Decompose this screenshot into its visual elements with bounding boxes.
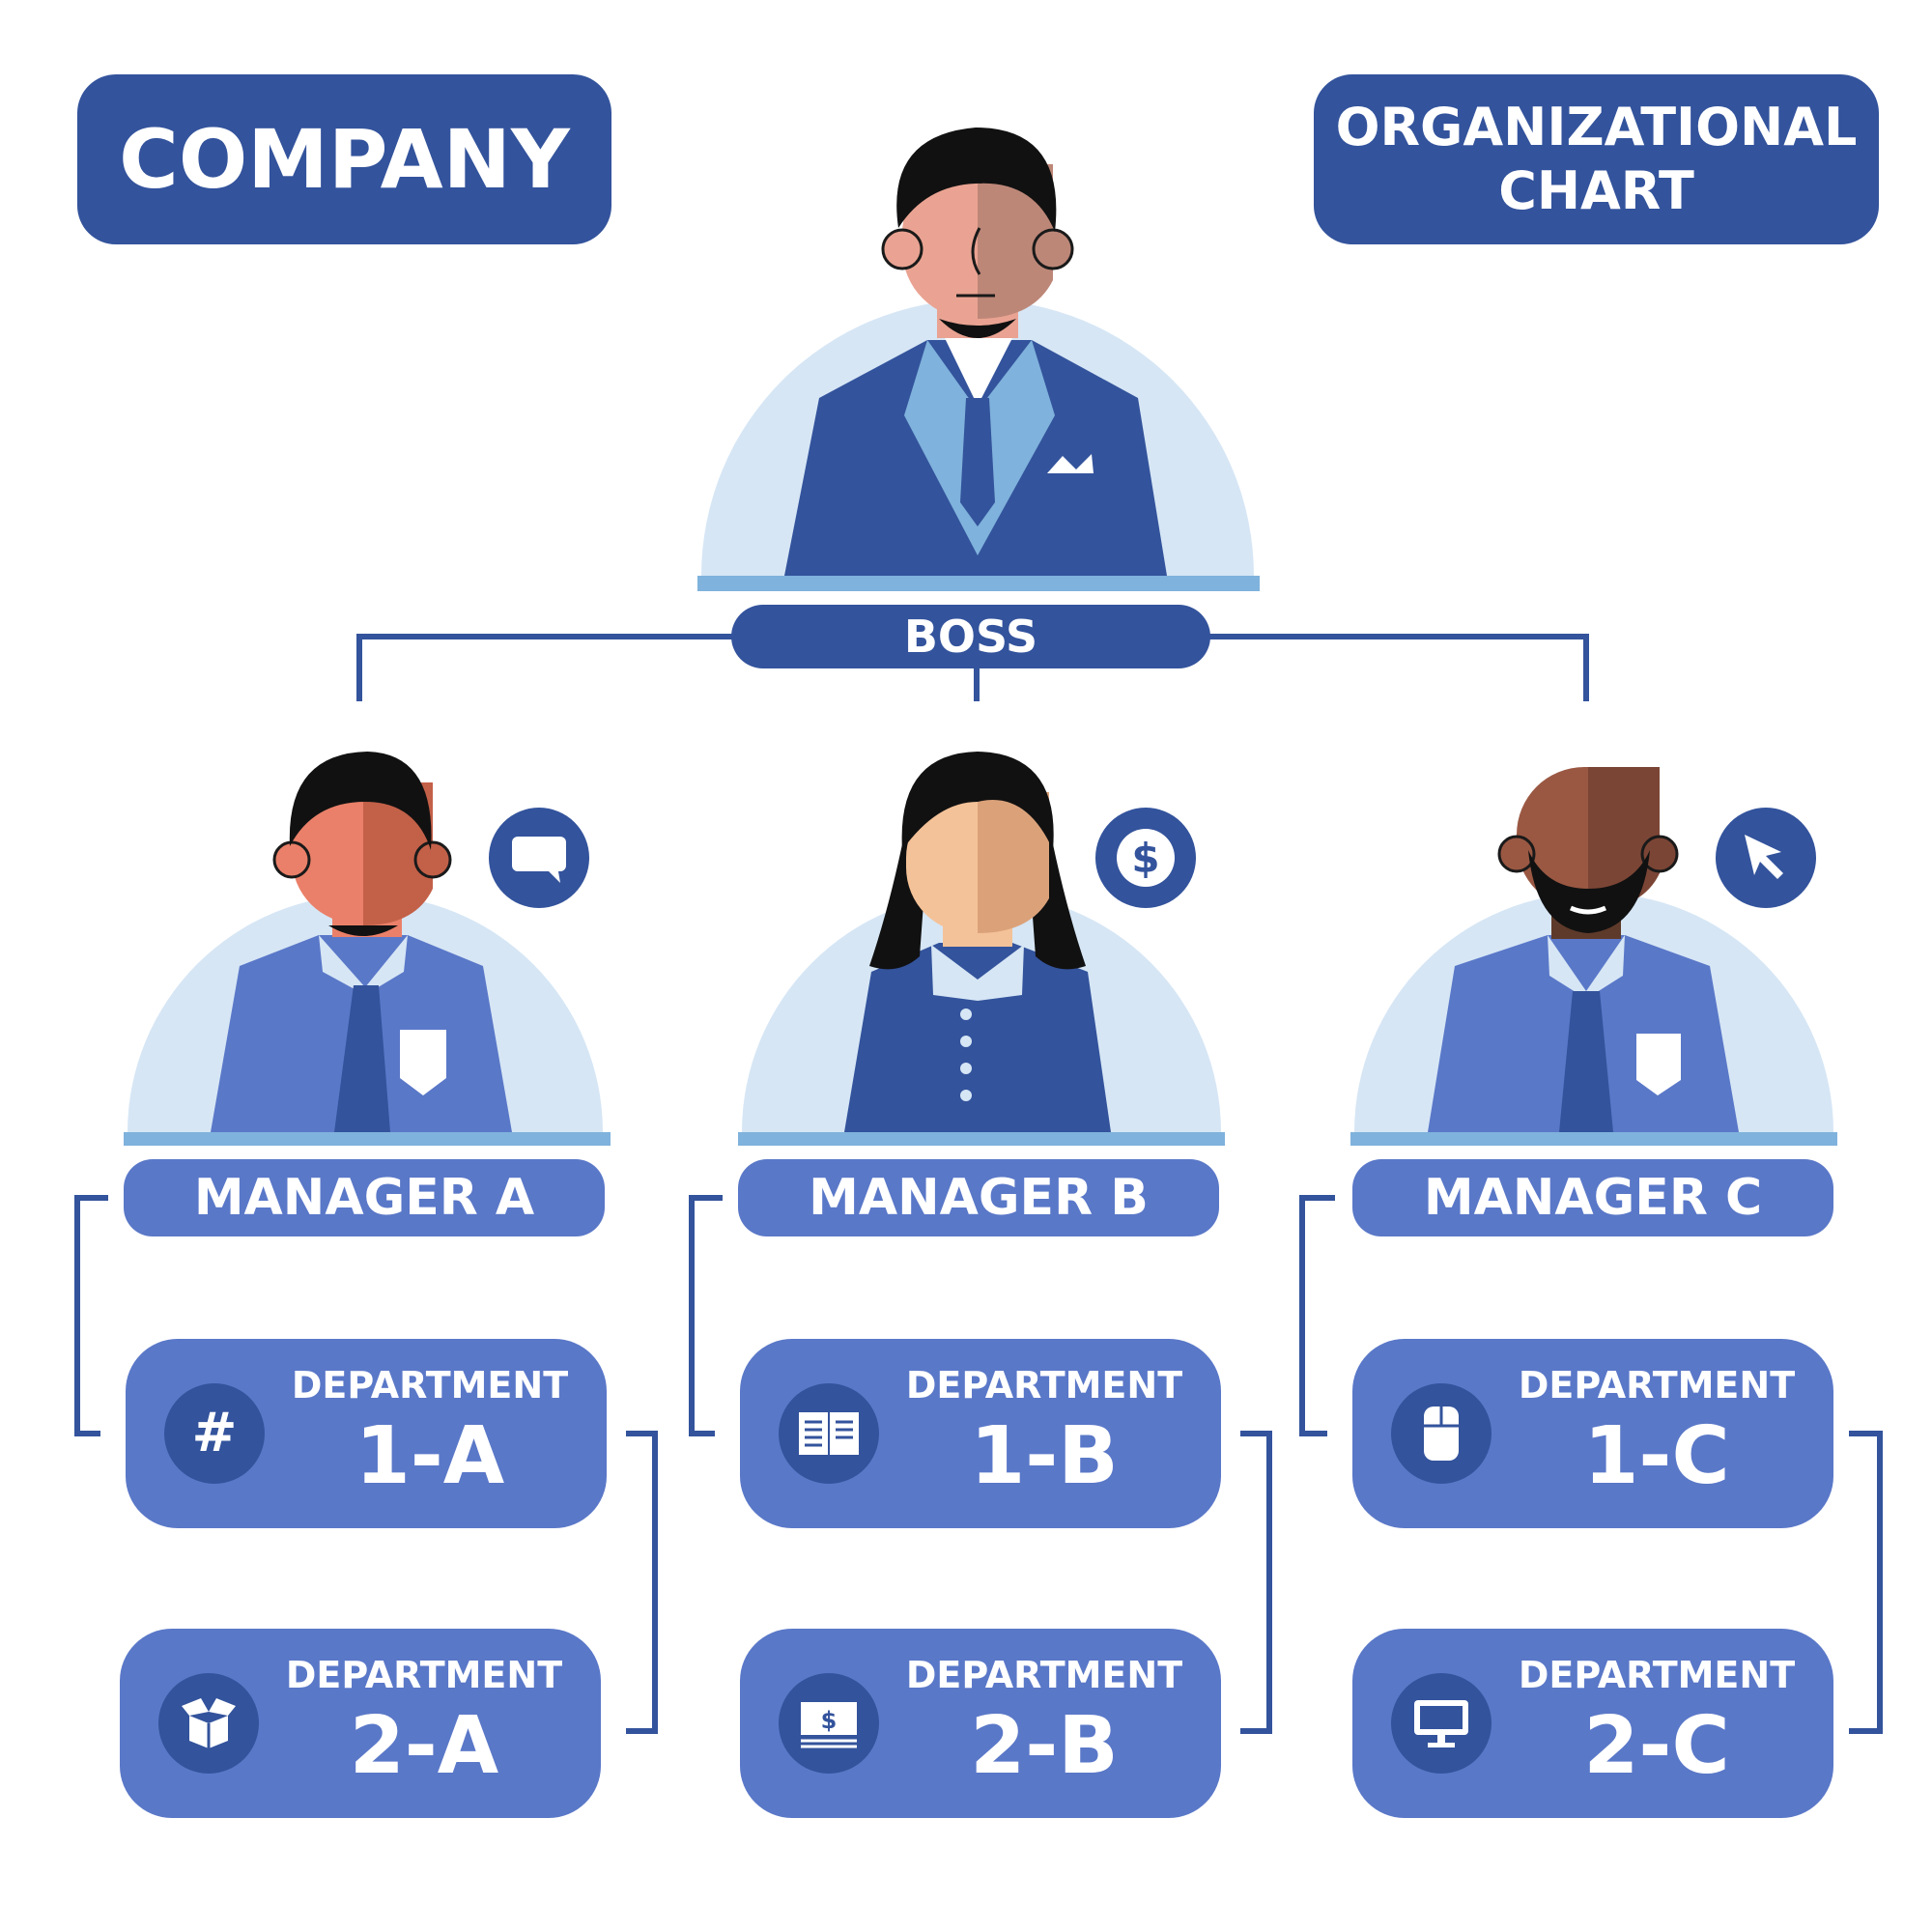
department-label: DEPARTMENT	[1518, 1364, 1796, 1406]
department-1-c: DEPARTMENT 1-C	[1352, 1339, 1833, 1528]
svg-text:$: $	[821, 1707, 838, 1734]
dollar-coin-icon: $	[1095, 808, 1196, 908]
chat-bubble-icon	[489, 808, 589, 908]
chart-title-line1: ORGANIZATIONAL	[1335, 97, 1858, 157]
department-label: DEPARTMENT	[285, 1654, 563, 1696]
computer-mouse-icon	[1391, 1383, 1492, 1484]
monitor-icon	[1391, 1673, 1492, 1774]
svg-text:$: $	[1131, 835, 1159, 882]
department-label: DEPARTMENT	[905, 1364, 1183, 1406]
department-code: 2-C	[1583, 1700, 1730, 1792]
open-box-icon	[158, 1673, 259, 1774]
banknote-icon: $	[779, 1673, 879, 1774]
manager-b-label: MANAGER B	[738, 1159, 1219, 1236]
department-label: DEPARTMENT	[291, 1364, 569, 1406]
manager-b-illustration	[738, 752, 1225, 1146]
chart-title: ORGANIZATIONAL CHART	[1314, 74, 1879, 244]
hashtag-icon: #	[164, 1383, 265, 1484]
svg-text:#: #	[192, 1405, 238, 1463]
department-code: 2-B	[970, 1700, 1119, 1792]
department-code: 2-A	[349, 1700, 499, 1792]
chart-title-line2: CHART	[1498, 160, 1694, 221]
open-book-icon	[779, 1383, 879, 1484]
department-bracket-lines	[74, 1195, 1883, 1734]
department-2-a: DEPARTMENT 2-A	[120, 1629, 601, 1818]
department-code: 1-B	[970, 1410, 1119, 1502]
department-code: 1-A	[355, 1410, 505, 1502]
boss-connector-lines	[356, 634, 1589, 701]
boss-label: BOSS	[731, 605, 1210, 668]
department-1-b: DEPARTMENT 1-B	[740, 1339, 1221, 1528]
department-code: 1-C	[1583, 1410, 1730, 1502]
department-2-b: $ DEPARTMENT 2-B	[740, 1629, 1221, 1818]
department-1-a: # DEPARTMENT 1-A	[126, 1339, 607, 1528]
cursor-arrow-icon	[1716, 808, 1816, 908]
manager-c-label: MANAGER C	[1352, 1159, 1833, 1236]
department-2-c: DEPARTMENT 2-C	[1352, 1629, 1833, 1818]
manager-a-illustration	[124, 752, 611, 1146]
manager-c-illustration	[1350, 767, 1837, 1146]
boss-illustration	[697, 128, 1260, 591]
manager-a-label: MANAGER A	[124, 1159, 605, 1236]
department-label: DEPARTMENT	[1518, 1654, 1796, 1696]
company-label: COMPANY	[77, 74, 611, 244]
department-label: DEPARTMENT	[905, 1654, 1183, 1696]
